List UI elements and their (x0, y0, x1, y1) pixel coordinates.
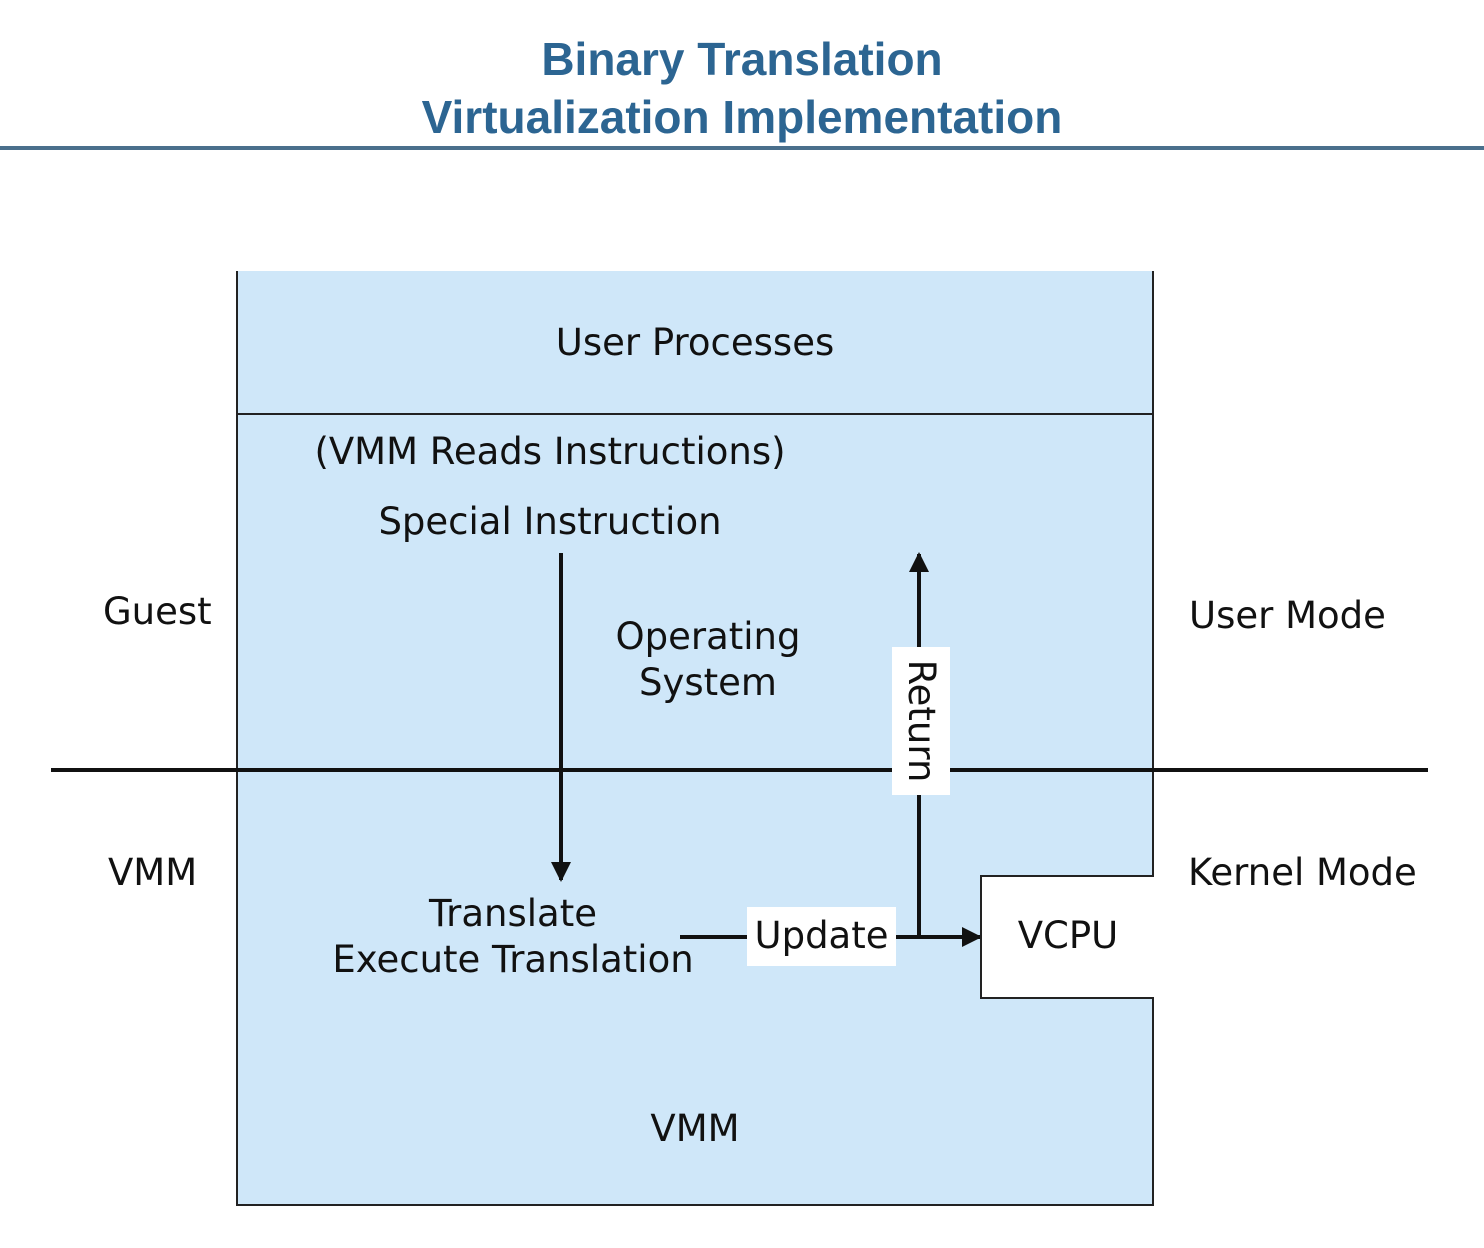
return-tag: Return (892, 647, 950, 795)
title-line-2: Virtualization Implementation (421, 91, 1063, 143)
update-tag: Update (747, 907, 896, 966)
user-processes-label: User Processes (555, 321, 835, 364)
title-underline (0, 146, 1484, 150)
translate-line-2: Execute Translation (332, 938, 694, 981)
system-box (236, 271, 1154, 1206)
vcpu-box: VCPU (980, 875, 1154, 999)
user-mode-label: User Mode (1189, 594, 1386, 637)
kernel-mode-label: Kernel Mode (1188, 851, 1417, 894)
title-line-1: Binary Translation (541, 33, 943, 85)
operating-system-line-1: Operating (615, 615, 801, 658)
translate-line-1: Translate (429, 892, 597, 935)
vmm-side-label: VMM (108, 851, 198, 894)
special-instruction-label: Special Instruction (378, 500, 722, 543)
translate-label: Translate Execute Translation (330, 891, 696, 983)
update-label: Update (754, 914, 889, 957)
vmm-reads-label: (VMM Reads Instructions) (314, 430, 786, 473)
return-label: Return (900, 659, 943, 783)
page-title: Binary Translation Virtualization Implem… (0, 30, 1484, 146)
user-kernel-mode-line (51, 768, 1428, 772)
operating-system-line-2: System (639, 661, 777, 704)
vcpu-label: VCPU (1017, 914, 1119, 957)
user-processes-divider (236, 413, 1154, 415)
guest-label: Guest (103, 590, 212, 633)
operating-system-label: Operating System (560, 614, 856, 706)
vmm-bottom-label: VMM (650, 1107, 740, 1150)
